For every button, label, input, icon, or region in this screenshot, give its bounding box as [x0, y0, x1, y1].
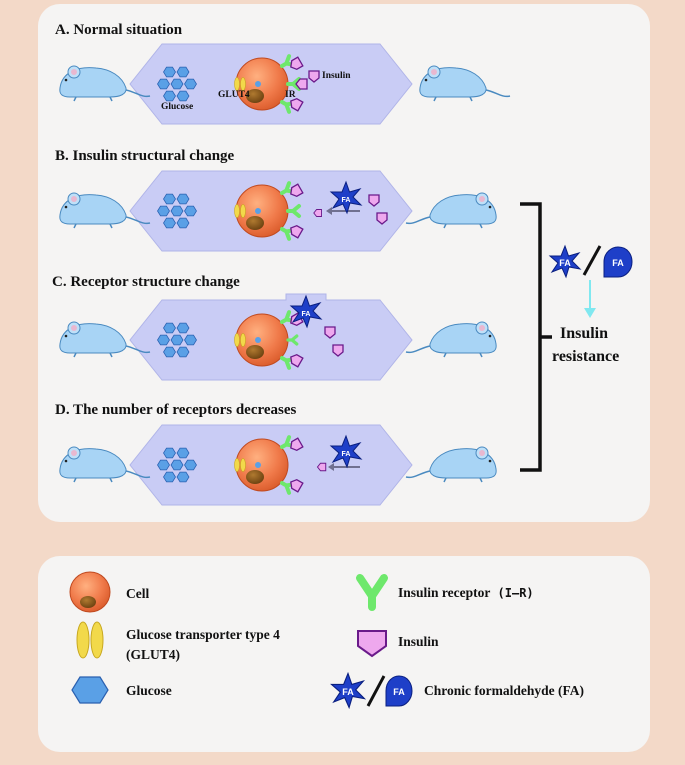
section-d-diagram [59, 424, 497, 506]
legend-receptor-text: Insulin receptor [398, 585, 491, 600]
nucleus-a [246, 89, 264, 103]
legend-glut4-line1: Glucose transporter type 4 [126, 627, 280, 642]
legend-panel [38, 556, 650, 752]
label-insulin: Insulin [322, 71, 351, 81]
legend-cell-label: Cell [126, 586, 150, 601]
reduction-arrowhead-d [328, 463, 334, 471]
fa-badge-star-right: FA [559, 258, 571, 268]
section-b-diagram [59, 170, 497, 252]
legend-fa-blob-label: FA [393, 687, 405, 697]
section-c-title: C. Receptor structure change [52, 274, 240, 290]
glucose-in-cell-d [255, 462, 261, 468]
legend-fa-star-label: FA [342, 687, 354, 697]
legend-glut4-icon [76, 621, 104, 659]
fa-down-arrowhead [584, 308, 596, 318]
label-glucose: Glucose [161, 102, 194, 112]
insulin-resistance-line2: resistance [552, 348, 620, 365]
section-a-title: A. Normal situation [55, 22, 183, 38]
legend-receptor-abbr: (I–R) [497, 586, 534, 600]
mouse-c-right [405, 321, 497, 358]
mouse-a-right [419, 65, 511, 102]
legend-insulin-icon [357, 630, 387, 658]
legend-fa-slash [366, 675, 386, 707]
fa-badge-blob-right: FA [612, 258, 624, 268]
glucose-in-cell-b [255, 208, 261, 214]
nucleus-d [246, 470, 264, 484]
fa-badge-d: FA [342, 451, 351, 458]
mouse-d-right [405, 446, 497, 483]
mouse-b-right [405, 192, 497, 229]
section-c-diagram [59, 293, 497, 381]
section-d-title: D. The number of receptors decreases [55, 402, 297, 418]
legend-glucose-label: Glucose [126, 683, 172, 698]
nucleus-c [246, 345, 264, 359]
glucose-in-cell-a [255, 81, 261, 87]
label-glut4: GLUT4 [218, 90, 250, 100]
insulin-resistance-label: Insulin resistance [552, 322, 620, 368]
modification-arrowhead-b [326, 207, 332, 215]
label-ir: IR [285, 90, 296, 100]
legend-glut4-line2: (GLUT4) [126, 647, 180, 662]
legend-nucleus-icon [80, 596, 96, 608]
section-a-diagram [59, 43, 511, 125]
legend-insulin-label: Insulin [398, 634, 439, 649]
legend-glut4-label: Glucose transporter type 4 (GLUT4) [126, 625, 280, 665]
fa-badge-c: FA [302, 311, 311, 318]
legend-receptor-icon [356, 574, 388, 611]
section-b-title: B. Insulin structural change [55, 148, 235, 164]
insulin-resistance-line1: Insulin [559, 325, 609, 342]
legend-fa-label: Chronic formaldehyde (FA) [424, 683, 584, 698]
legend-receptor-label: Insulin receptor (I–R) [398, 583, 534, 603]
legend-icons [69, 571, 413, 709]
nucleus-b [246, 216, 264, 230]
fa-slash-right [582, 245, 602, 276]
glucose-in-cell-c [255, 337, 261, 343]
bracket-line [520, 202, 542, 472]
legend-glucose-icon [71, 676, 109, 704]
fa-badge-b: FA [342, 197, 351, 204]
resistance-bracket [520, 202, 633, 472]
legend-fa-blob-icon [385, 675, 413, 707]
fa-blob-right [603, 246, 633, 278]
